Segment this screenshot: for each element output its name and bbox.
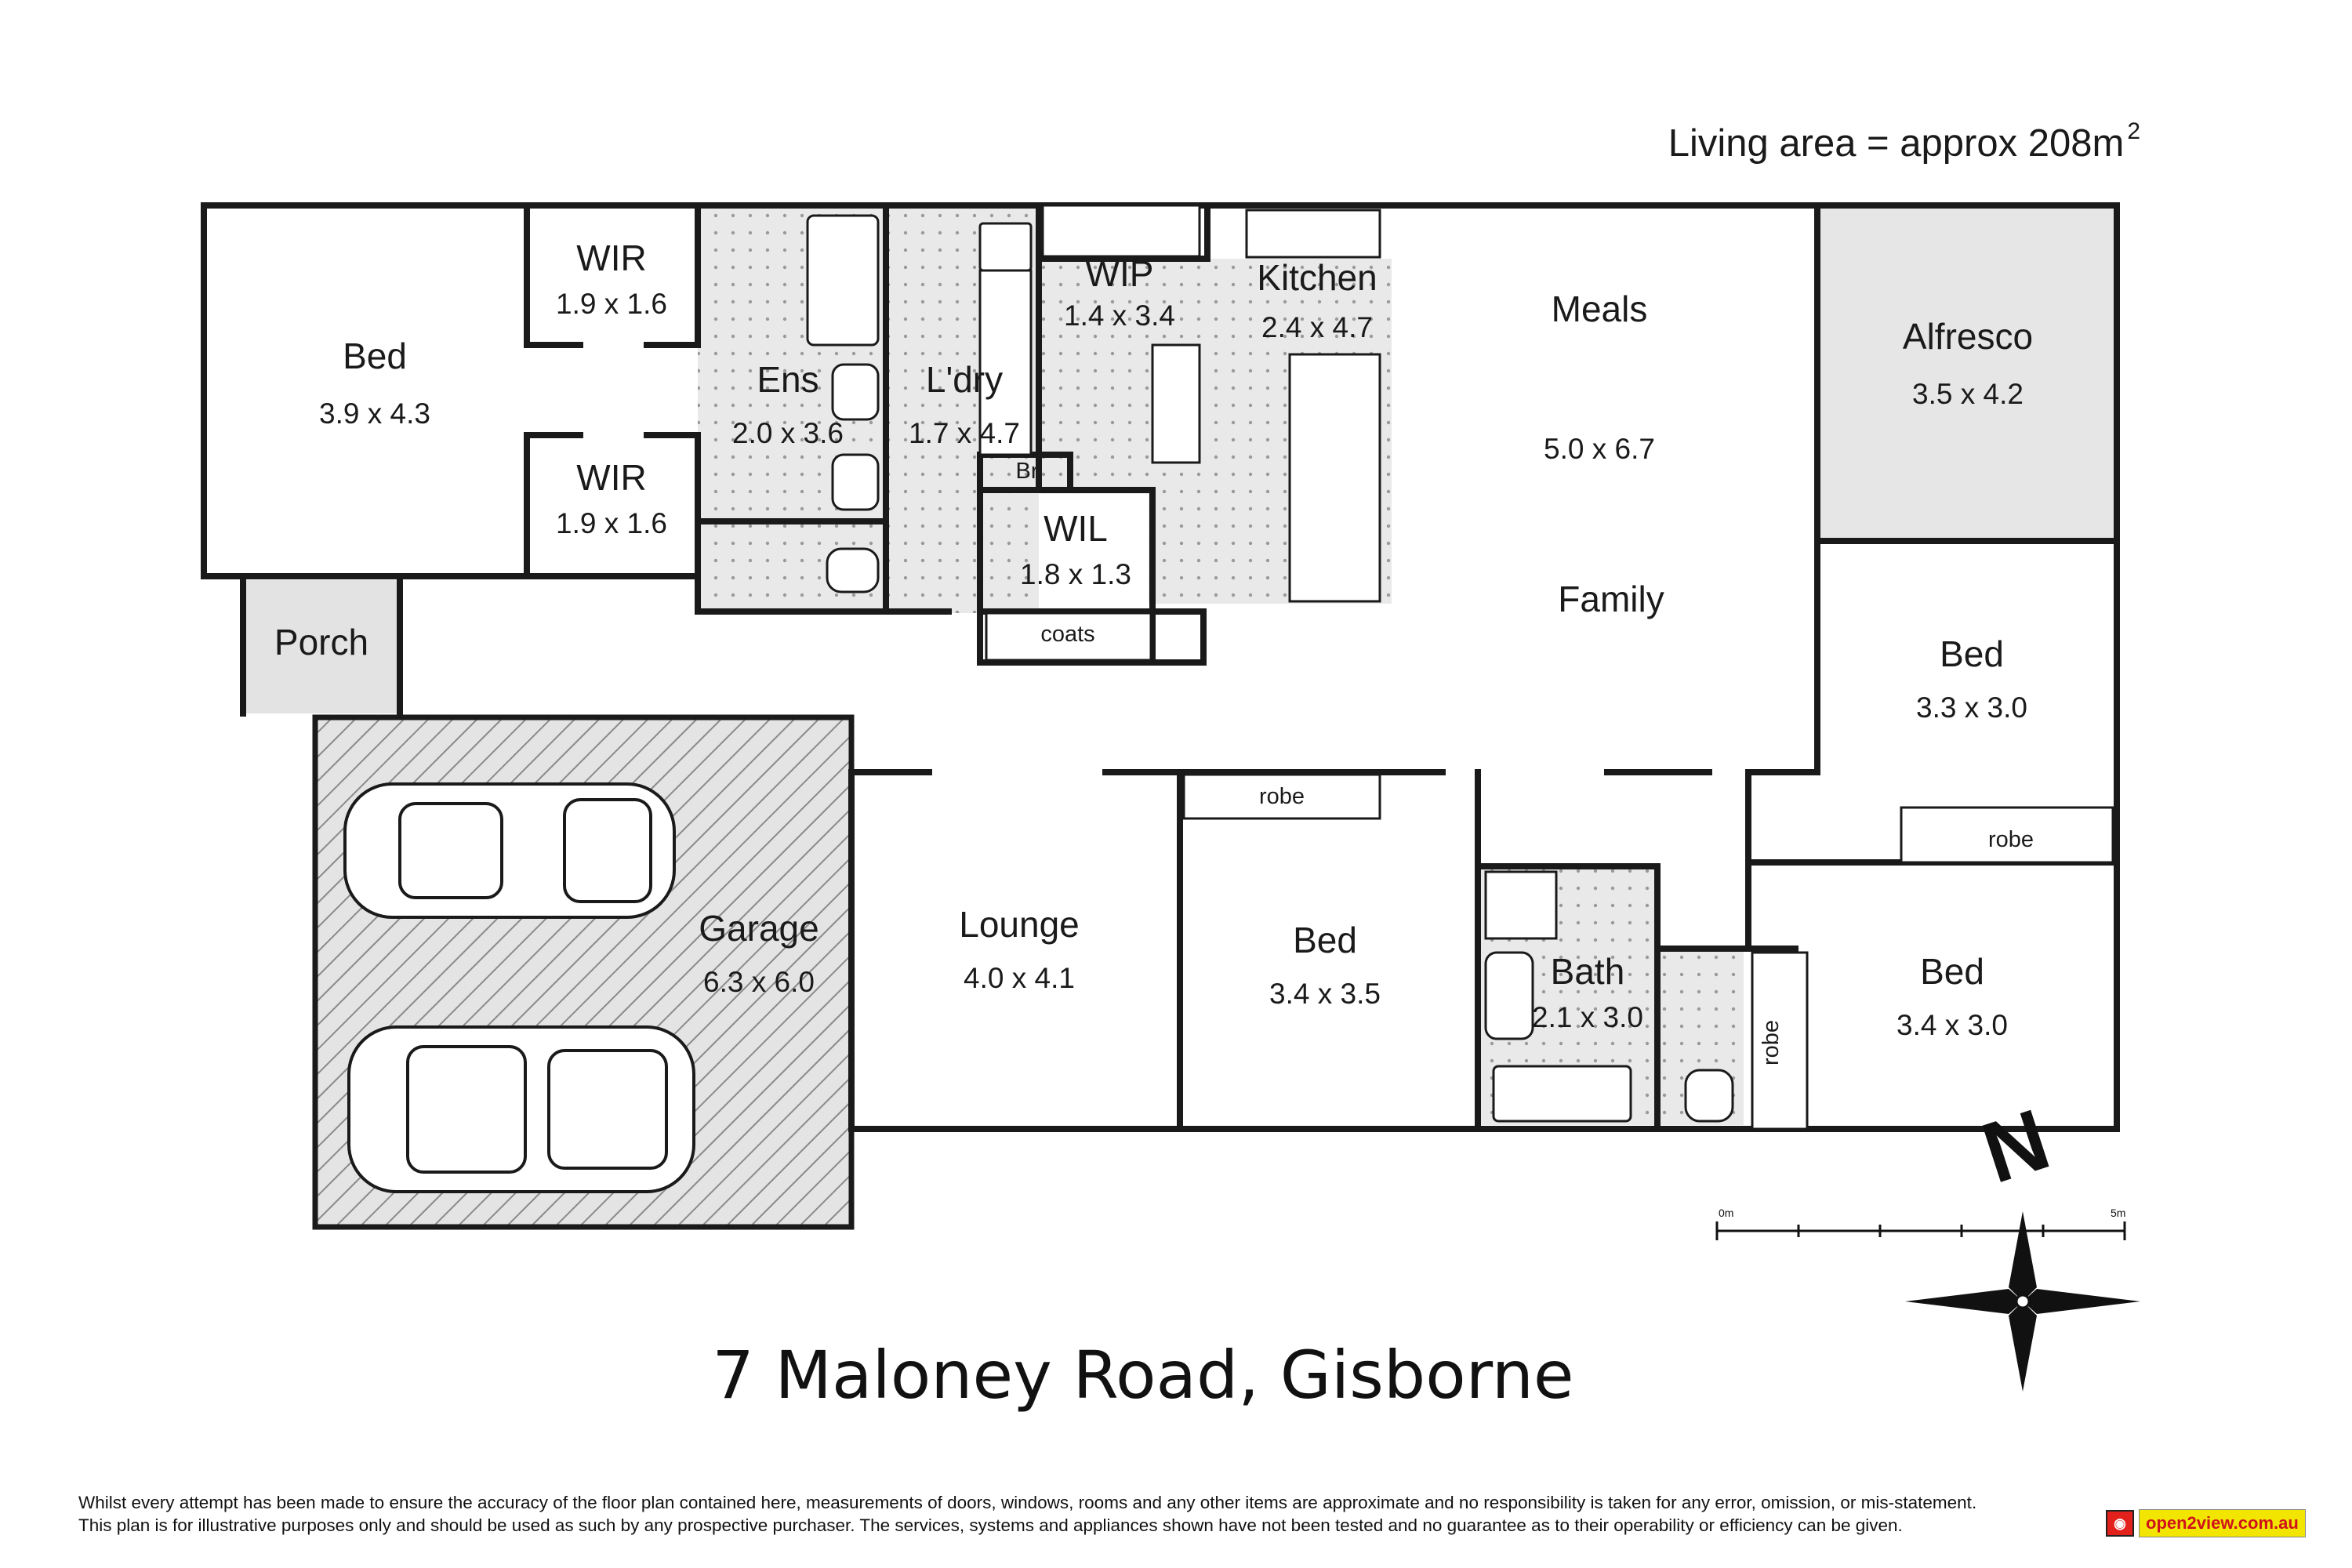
room-name-ens: Ens xyxy=(757,359,818,400)
room-name-bed4: Bed xyxy=(1920,951,1984,992)
robe-bed3 xyxy=(1900,806,2114,864)
property-address: 7 Maloney Road, Gisborne xyxy=(712,1337,1574,1414)
disclaimer-line: This plan is for illustrative purposes o… xyxy=(78,1515,1903,1535)
room-dims-wir2: 1.9 x 1.6 xyxy=(556,507,667,539)
bath-basin xyxy=(1484,951,1534,1040)
pantry-shelf xyxy=(1041,204,1201,258)
kitchen-sink xyxy=(1245,209,1381,259)
kitchen-island xyxy=(1288,353,1381,603)
room-name-lounge: Lounge xyxy=(959,904,1080,945)
room-name-wip: WIP xyxy=(1086,253,1154,294)
robe-bed2 xyxy=(1182,773,1381,820)
bath-shower xyxy=(1484,870,1558,940)
coats-cupboard xyxy=(985,612,1152,662)
room-name-wil: WIL xyxy=(1044,508,1108,549)
room-dims-bed3: 3.3 x 3.0 xyxy=(1916,691,2027,724)
porch-area xyxy=(243,580,400,713)
room-name-ldry: L'dry xyxy=(926,359,1003,400)
room-name-bath: Bath xyxy=(1551,951,1625,992)
laundry-cabinet xyxy=(978,269,1033,456)
room-name-kitchen: Kitchen xyxy=(1257,257,1377,298)
room-name-bed1: Bed xyxy=(343,336,407,376)
disclaimer: Whilst every attempt has been made to en… xyxy=(78,1491,2132,1537)
room-name-wir2: WIR xyxy=(576,457,646,498)
car-icons xyxy=(343,782,695,1193)
room-dims-bed2: 3.4 x 3.5 xyxy=(1269,978,1381,1010)
room-name-garage: Garage xyxy=(699,908,818,949)
scale-bar xyxy=(1715,1221,2126,1240)
room-name-wir1: WIR xyxy=(576,238,646,278)
room-name-br: Br xyxy=(1016,459,1039,484)
room-name-bed2: Bed xyxy=(1293,920,1357,960)
room-name-family: Family xyxy=(1558,579,1664,619)
camera-icon: ◉ xyxy=(2106,1510,2134,1537)
room-dims-bed4: 3.4 x 3.0 xyxy=(1896,1009,2008,1041)
room-name-bed3: Bed xyxy=(1940,633,2004,674)
north-label: N xyxy=(1971,1091,2060,1202)
robe-label: robe xyxy=(1259,784,1305,809)
cooktop xyxy=(1151,343,1201,464)
room-dims-alfresco: 3.5 x 4.2 xyxy=(1912,378,2024,410)
scale-start: 0m xyxy=(1719,1207,1733,1219)
open2view-logo: ◉ open2view.com.au xyxy=(2106,1509,2306,1537)
disclaimer-line: Whilst every attempt has been made to en… xyxy=(78,1493,1977,1512)
vanity-basin xyxy=(831,363,880,421)
robe-labels: robe robe robe xyxy=(1259,784,2034,1065)
bath-tub xyxy=(1492,1065,1632,1123)
room-name-meals: Meals xyxy=(1552,289,1648,329)
room-name-porch: Porch xyxy=(274,622,368,662)
room-dims-kitchen: 2.4 x 4.7 xyxy=(1261,311,1373,343)
room-dims-wil: 1.8 x 1.3 xyxy=(1020,558,1131,590)
fixtures xyxy=(806,204,2114,1131)
laundry-trough xyxy=(978,222,1033,272)
room-dims-meals: 5.0 x 6.7 xyxy=(1544,433,1655,465)
wc-toilet xyxy=(1684,1069,1734,1123)
room-dims-wir1: 1.9 x 1.6 xyxy=(556,288,667,320)
alfresco-area xyxy=(1817,205,2117,541)
room-name-alfresco: Alfresco xyxy=(1903,316,2033,357)
room-name-coats: coats xyxy=(1040,622,1094,647)
robe-label: robe xyxy=(1988,827,2034,852)
bathtub xyxy=(806,214,880,347)
room-dims-wip: 1.4 x 3.4 xyxy=(1064,299,1175,332)
room-dims-ens: 2.0 x 3.6 xyxy=(732,417,844,449)
compass-icon xyxy=(1905,1211,2140,1392)
room-dims-ldry: 1.7 x 4.7 xyxy=(909,417,1020,449)
room-dims-lounge: 4.0 x 4.1 xyxy=(964,962,1075,994)
robe-label: robe xyxy=(1759,1020,1784,1065)
scale-end: 5m xyxy=(2111,1207,2125,1219)
room-dims-bed1: 3.9 x 4.3 xyxy=(319,397,430,430)
room-dims-bath: 2.1 x 3.0 xyxy=(1532,1001,1643,1033)
robe-bed4 xyxy=(1751,951,1809,1131)
logo-text: open2view.com.au xyxy=(2139,1509,2306,1537)
room-dims-garage: 6.3 x 6.0 xyxy=(703,966,815,998)
vanity-basin xyxy=(831,453,880,511)
toilet xyxy=(826,547,880,593)
